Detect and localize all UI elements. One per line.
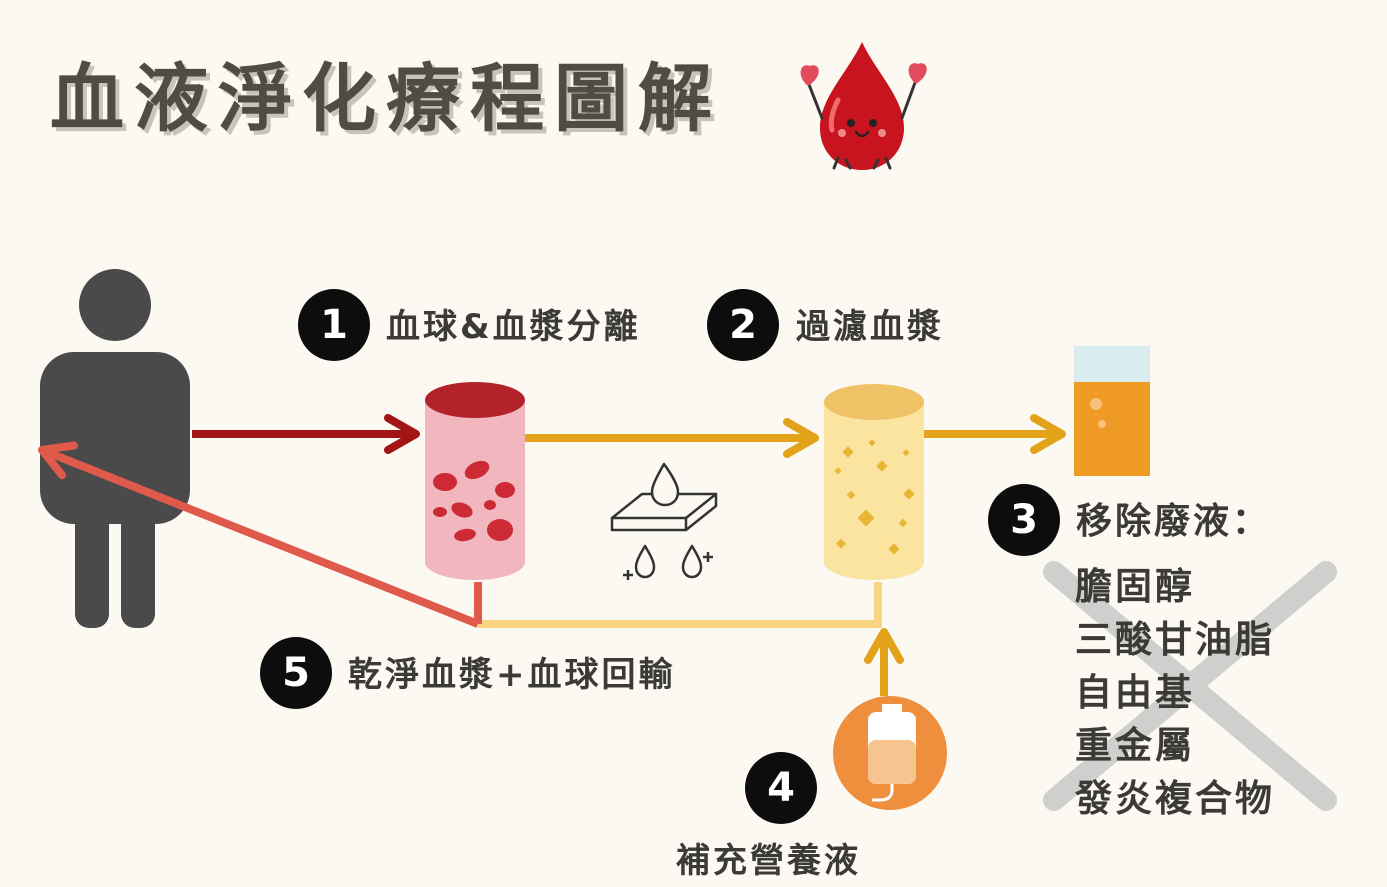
step-5-label: 乾淨血漿+血球回輸	[348, 655, 676, 695]
filtration-membrane-icon	[610, 462, 718, 580]
return-plasma-line	[478, 582, 882, 628]
step-2-badge: 2	[707, 289, 779, 361]
step-5-badge: 5	[260, 637, 332, 709]
step-1-label: 血球&血漿分離	[386, 307, 641, 347]
step-1-badge: 1	[298, 289, 370, 361]
plasma-filter-column-icon	[824, 384, 924, 580]
arrow-return-to-person	[37, 441, 480, 628]
waste-item: 三酸甘油脂	[1075, 618, 1275, 661]
step-4-label: 補充營養液	[676, 841, 861, 881]
waste-item: 重金屬	[1075, 724, 1195, 767]
iv-bag-icon	[833, 696, 947, 810]
step-3-badge: 3	[988, 484, 1060, 556]
waste-items-list: 膽固醇 三酸甘油脂 自由基 重金屬 發炎複合物	[1075, 560, 1275, 825]
person-icon	[40, 269, 190, 628]
blood-drop-mascot-icon	[800, 42, 927, 170]
waste-item: 發炎複合物	[1075, 777, 1275, 820]
waste-item: 自由基	[1075, 671, 1195, 714]
cross-out-icon	[1043, 561, 1337, 811]
step-3-label: 移除廢液：	[1076, 501, 1272, 542]
step-4-badge: 4	[745, 752, 817, 824]
step-2-label: 過濾血漿	[796, 307, 944, 347]
waste-item: 膽固醇	[1075, 565, 1195, 608]
page-title: 血液淨化療程圖解	[50, 56, 722, 142]
blood-separator-column-icon	[425, 382, 525, 580]
waste-glass-icon	[1074, 346, 1150, 476]
